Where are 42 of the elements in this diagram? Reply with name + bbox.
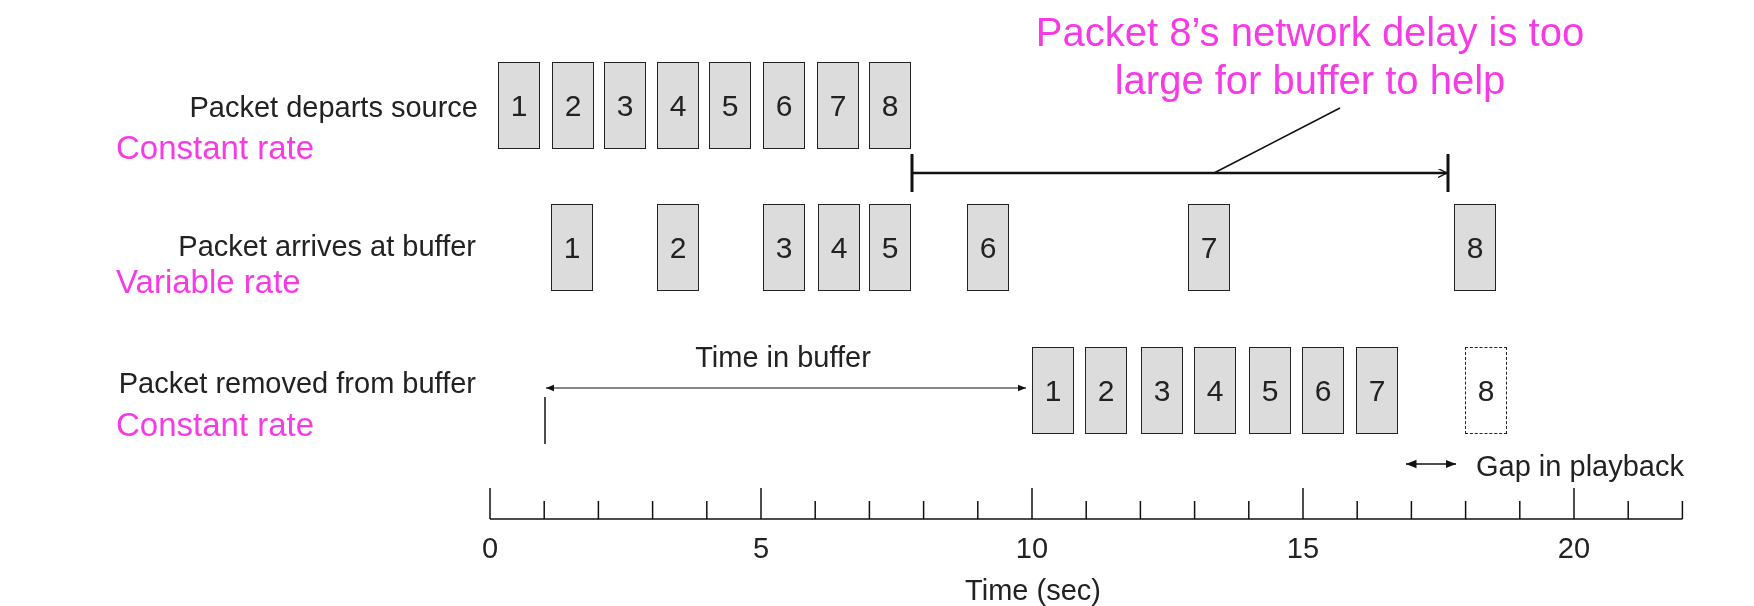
- packet: 7: [1188, 204, 1230, 291]
- tick-label: 20: [1557, 531, 1591, 565]
- packet: 3: [604, 62, 646, 149]
- packet: 1: [498, 62, 540, 149]
- packet: 7: [817, 62, 859, 149]
- packet: 5: [869, 204, 911, 291]
- leader-line: [1213, 107, 1341, 174]
- row-label: Packet arrives at buffer: [178, 229, 476, 263]
- rate-note: Constant rate: [116, 406, 315, 444]
- dimension-label: Gap in playback: [1476, 449, 1684, 483]
- packet: 2: [1085, 347, 1127, 434]
- packet: 6: [1302, 347, 1344, 434]
- tick-label: 15: [1286, 531, 1320, 565]
- delay-arrow: [910, 154, 1450, 192]
- packet: 6: [763, 62, 805, 149]
- packet: 3: [1141, 347, 1183, 434]
- missing-packet: 8: [1465, 347, 1507, 434]
- tick-label: 5: [752, 531, 770, 565]
- annotation-text: Packet 8’s network delay is too large for buffer to help: [1030, 8, 1590, 104]
- packet: 4: [657, 62, 699, 149]
- row-label: Packet departs source: [189, 90, 478, 124]
- rate-note: Variable rate: [116, 263, 301, 301]
- dimension-label: Time in buffer: [695, 340, 871, 374]
- tick-label: 0: [481, 531, 499, 565]
- packet: 3: [763, 204, 805, 291]
- packet: 8: [1454, 204, 1496, 291]
- tick-label: 10: [1015, 531, 1049, 565]
- gap-arrow: [1405, 459, 1457, 469]
- packet: 7: [1356, 347, 1398, 434]
- packet: 5: [709, 62, 751, 149]
- packet: 1: [551, 204, 593, 291]
- packet: 2: [657, 204, 699, 291]
- row-label: Packet removed from buffer: [118, 366, 476, 400]
- axis-title: Time (sec): [965, 573, 1101, 606]
- packet: 5: [1249, 347, 1291, 434]
- packet: 4: [818, 204, 860, 291]
- packet: 4: [1194, 347, 1236, 434]
- packet: 6: [967, 204, 1009, 291]
- packet: 8: [869, 62, 911, 149]
- packet: 2: [552, 62, 594, 149]
- rate-note: Constant rate: [116, 129, 315, 167]
- packet: 1: [1032, 347, 1074, 434]
